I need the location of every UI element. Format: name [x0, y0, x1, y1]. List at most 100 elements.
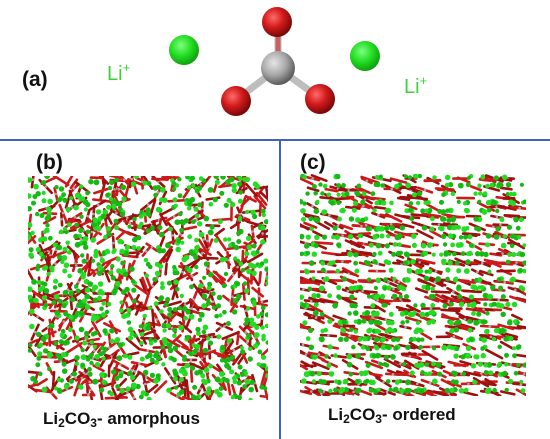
- lithium-ion: [247, 245, 252, 251]
- caption-co: CO: [349, 405, 376, 424]
- lithium-ion: [97, 264, 103, 271]
- carbon-atom: [113, 188, 116, 191]
- lithium-ion: [353, 329, 358, 334]
- carbon-atom: [119, 363, 122, 366]
- carbonate-group: [416, 229, 434, 240]
- lithium-ion: [80, 347, 85, 353]
- lithium-ion: [172, 327, 178, 333]
- carbonate-group: [395, 305, 411, 312]
- carbonate-group: [241, 351, 249, 364]
- lithium-ion: [465, 182, 471, 188]
- lithium-ion: [63, 384, 69, 390]
- lithium-ion: [131, 287, 137, 293]
- lithium-ion: [31, 279, 37, 285]
- lithium-ion: [179, 389, 185, 395]
- lithium-ion: [334, 234, 340, 240]
- carbonate-group: [313, 241, 334, 245]
- lithium-ion: [400, 320, 405, 325]
- carbonate-group: [497, 204, 517, 211]
- lithium-ion: [182, 355, 187, 360]
- lithium-ion: [257, 349, 263, 355]
- lithium-ion: [338, 388, 344, 394]
- lithium-ion: [253, 332, 260, 338]
- lithium-ion: [95, 209, 102, 215]
- lithium-ion: [114, 375, 120, 381]
- carbonate-group: [245, 183, 258, 197]
- carbonate-group: [36, 378, 48, 387]
- lithium-ion: [309, 370, 316, 377]
- lithium-ion: [522, 362, 526, 368]
- carbonate-group: [212, 350, 226, 360]
- lithium-ion: [473, 216, 479, 222]
- lithium-ion: [377, 250, 383, 256]
- lithium-ion: [397, 242, 402, 247]
- lithium-ion: [488, 370, 494, 376]
- lithium-ion: [446, 224, 453, 231]
- lithium-ion: [250, 250, 257, 256]
- lithium-ion: [333, 387, 338, 393]
- carbon-atom: [365, 179, 369, 182]
- caption-rest: - ordered: [381, 405, 456, 424]
- lithium-ion: [108, 270, 113, 276]
- lithium-ion: [264, 312, 268, 318]
- carbonate-group: [369, 372, 383, 377]
- lithium-ion: [93, 248, 99, 254]
- lithium-ion: [78, 384, 84, 390]
- lithium-ion: [35, 331, 42, 338]
- lithium-ion: [206, 336, 211, 341]
- carbon-atom: [352, 390, 355, 394]
- carbon-atom: [467, 382, 470, 386]
- carbon-atom: [93, 349, 96, 352]
- lithium-ion: [174, 219, 180, 225]
- lithium-ion: [421, 284, 427, 290]
- lithium-ion: [431, 378, 438, 385]
- lithium-ion: [227, 237, 232, 242]
- lithium-ion: [145, 207, 151, 213]
- lithium-ion: [182, 306, 188, 312]
- carbon-atom: [375, 269, 379, 273]
- carbonate-group: [258, 200, 263, 217]
- lithium-ion: [327, 293, 332, 299]
- carbonate-group: [306, 186, 320, 193]
- lithium-ion: [178, 324, 184, 331]
- carbonate-group: [153, 380, 168, 394]
- lithium-ion: [512, 346, 517, 351]
- carbon-atom: [377, 213, 380, 217]
- lithium-ion: [368, 387, 374, 393]
- lithium-ion: [113, 198, 118, 204]
- carbonate-group: [341, 297, 358, 305]
- lithium-ion: [422, 250, 428, 256]
- lithium-ion: [430, 216, 435, 222]
- lithium-ion: [177, 177, 182, 182]
- lithium-ion: [389, 225, 396, 231]
- lithium-ion: [168, 226, 173, 232]
- lithium-ion: [403, 294, 410, 300]
- lithium-ion: [398, 294, 403, 299]
- lithium-ion: [161, 362, 166, 367]
- lithium-ion: [247, 346, 253, 351]
- lithium-ion: [263, 219, 268, 225]
- carbon-atom: [206, 267, 210, 270]
- carbonate-group: [339, 223, 354, 231]
- carbonate-group: [389, 177, 408, 184]
- lithium-ion: [495, 226, 501, 232]
- lithium-ion: [245, 306, 251, 311]
- lithium-ion: [311, 251, 317, 257]
- li-ion-sphere-left: [169, 35, 199, 65]
- carbon-atom: [261, 232, 264, 235]
- lithium-ion: [198, 176, 204, 181]
- carbonate-group: [462, 390, 479, 396]
- lithium-ion: [458, 242, 464, 248]
- lithium-ion: [74, 355, 80, 361]
- carbonate-group: [364, 360, 384, 370]
- carbonate-group: [169, 383, 186, 390]
- lithium-ion: [512, 353, 517, 359]
- lithium-ion: [505, 192, 510, 197]
- carbonate-group: [314, 220, 331, 231]
- carbon-atom: [77, 280, 80, 284]
- lithium-ion: [256, 362, 261, 367]
- lithium-ion: [399, 311, 406, 317]
- carbonate-group: [124, 179, 131, 199]
- lithium-ion: [324, 354, 329, 359]
- carbon-atom: [223, 325, 226, 328]
